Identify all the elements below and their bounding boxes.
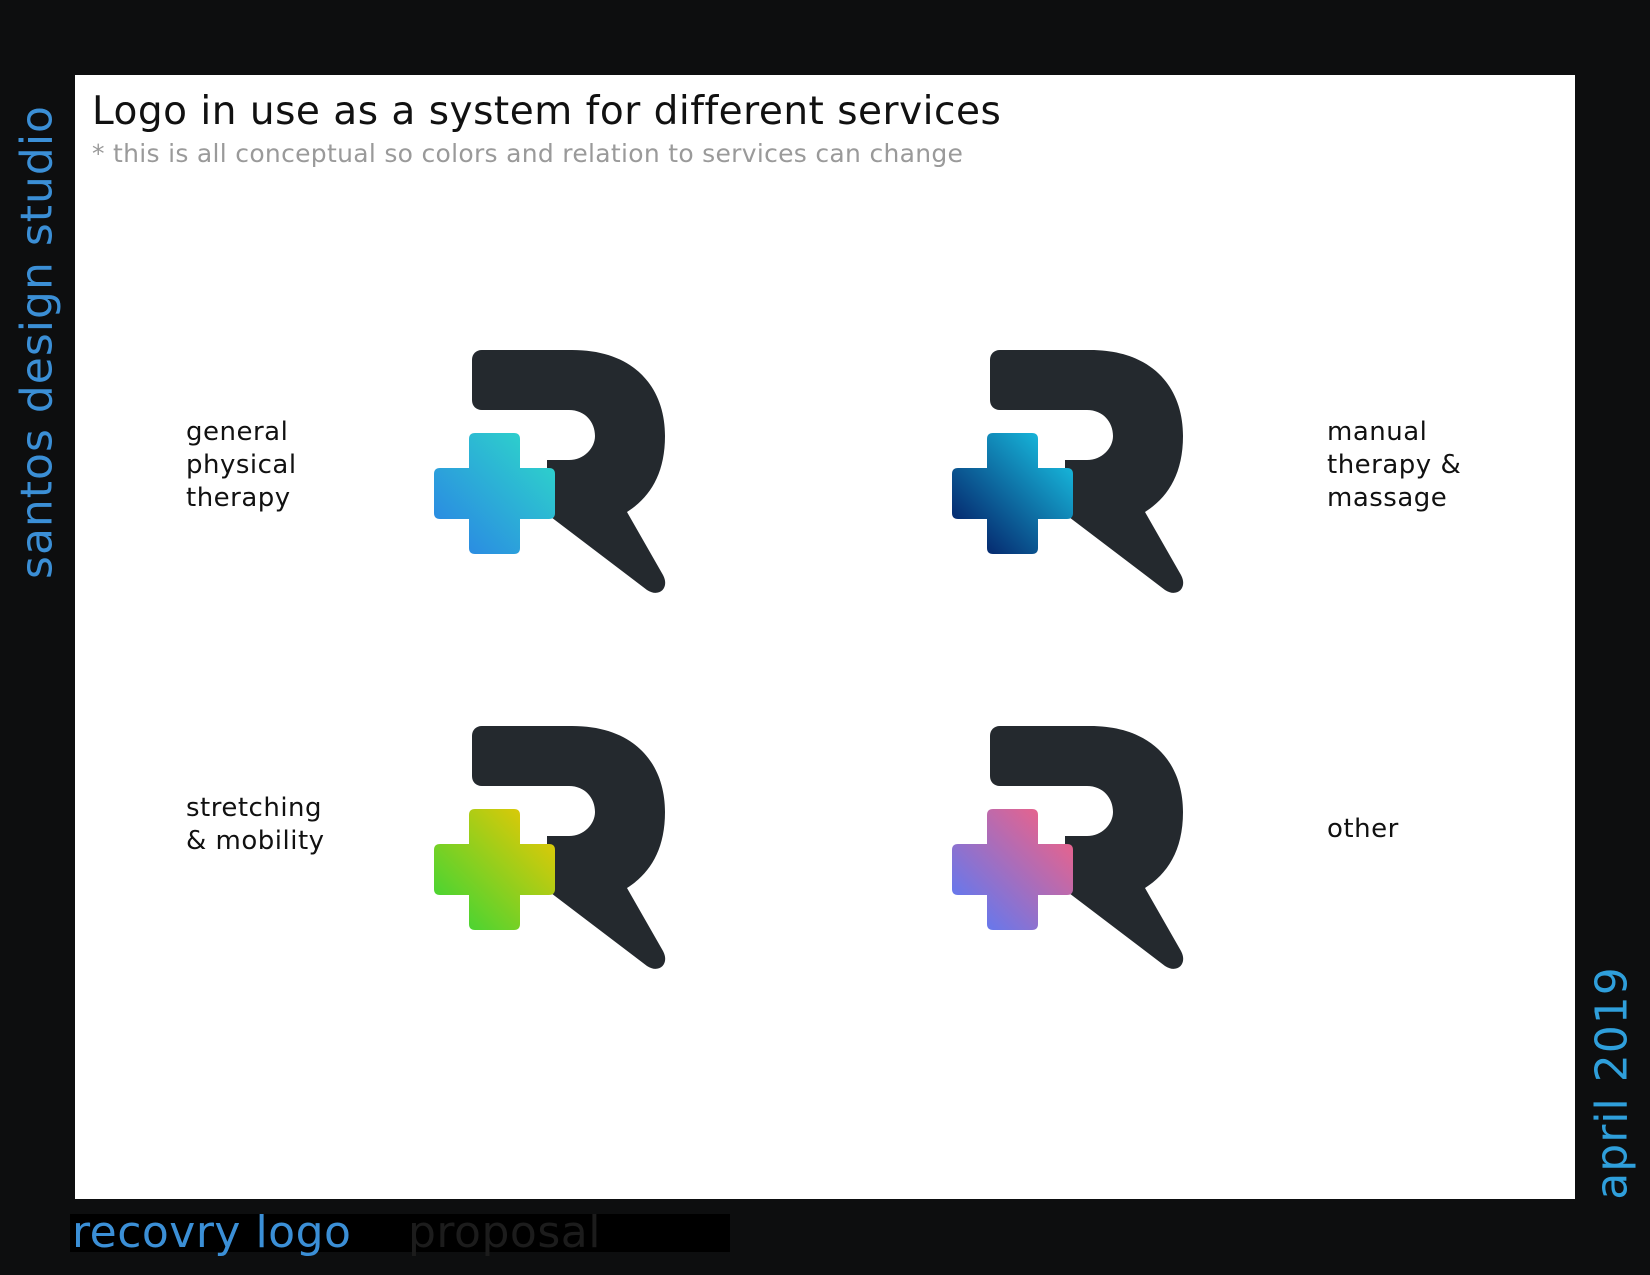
side-date-text: april 2019: [1586, 966, 1638, 1200]
r-letter-shape: [472, 726, 666, 969]
cross-icon: [952, 809, 1073, 930]
r-letter-shape: [472, 350, 666, 593]
footer-title-faded: proposal: [408, 1207, 601, 1258]
logo-mark-manual-therapy-massage: [952, 350, 1184, 593]
service-label-other: other: [1327, 814, 1399, 844]
logo-mark-other: [952, 726, 1184, 969]
page-subtitle: * this is all conceptual so colors and r…: [92, 139, 964, 168]
cross-icon: [434, 809, 555, 930]
service-label-manual-therapy-massage: manual therapy & massage: [1327, 417, 1462, 513]
r-letter-shape: [990, 350, 1184, 593]
service-label-stretching-mobility: stretching & mobility: [186, 793, 325, 856]
footer-title: recovry logo: [72, 1207, 352, 1258]
r-letter-shape: [990, 726, 1184, 969]
side-brand-text: santos design studio: [11, 105, 63, 579]
slide-panel: Logo in use as a system for different se…: [75, 75, 1575, 1199]
logo-mark-stretching-mobility: [434, 726, 666, 969]
page-title: Logo in use as a system for different se…: [92, 89, 1002, 134]
cross-icon: [952, 433, 1073, 554]
cross-icon: [434, 433, 555, 554]
service-label-general-physical-therapy: general physical therapy: [186, 417, 297, 513]
footer-bar: [70, 1214, 730, 1252]
logo-mark-general-physical-therapy: [434, 350, 666, 593]
